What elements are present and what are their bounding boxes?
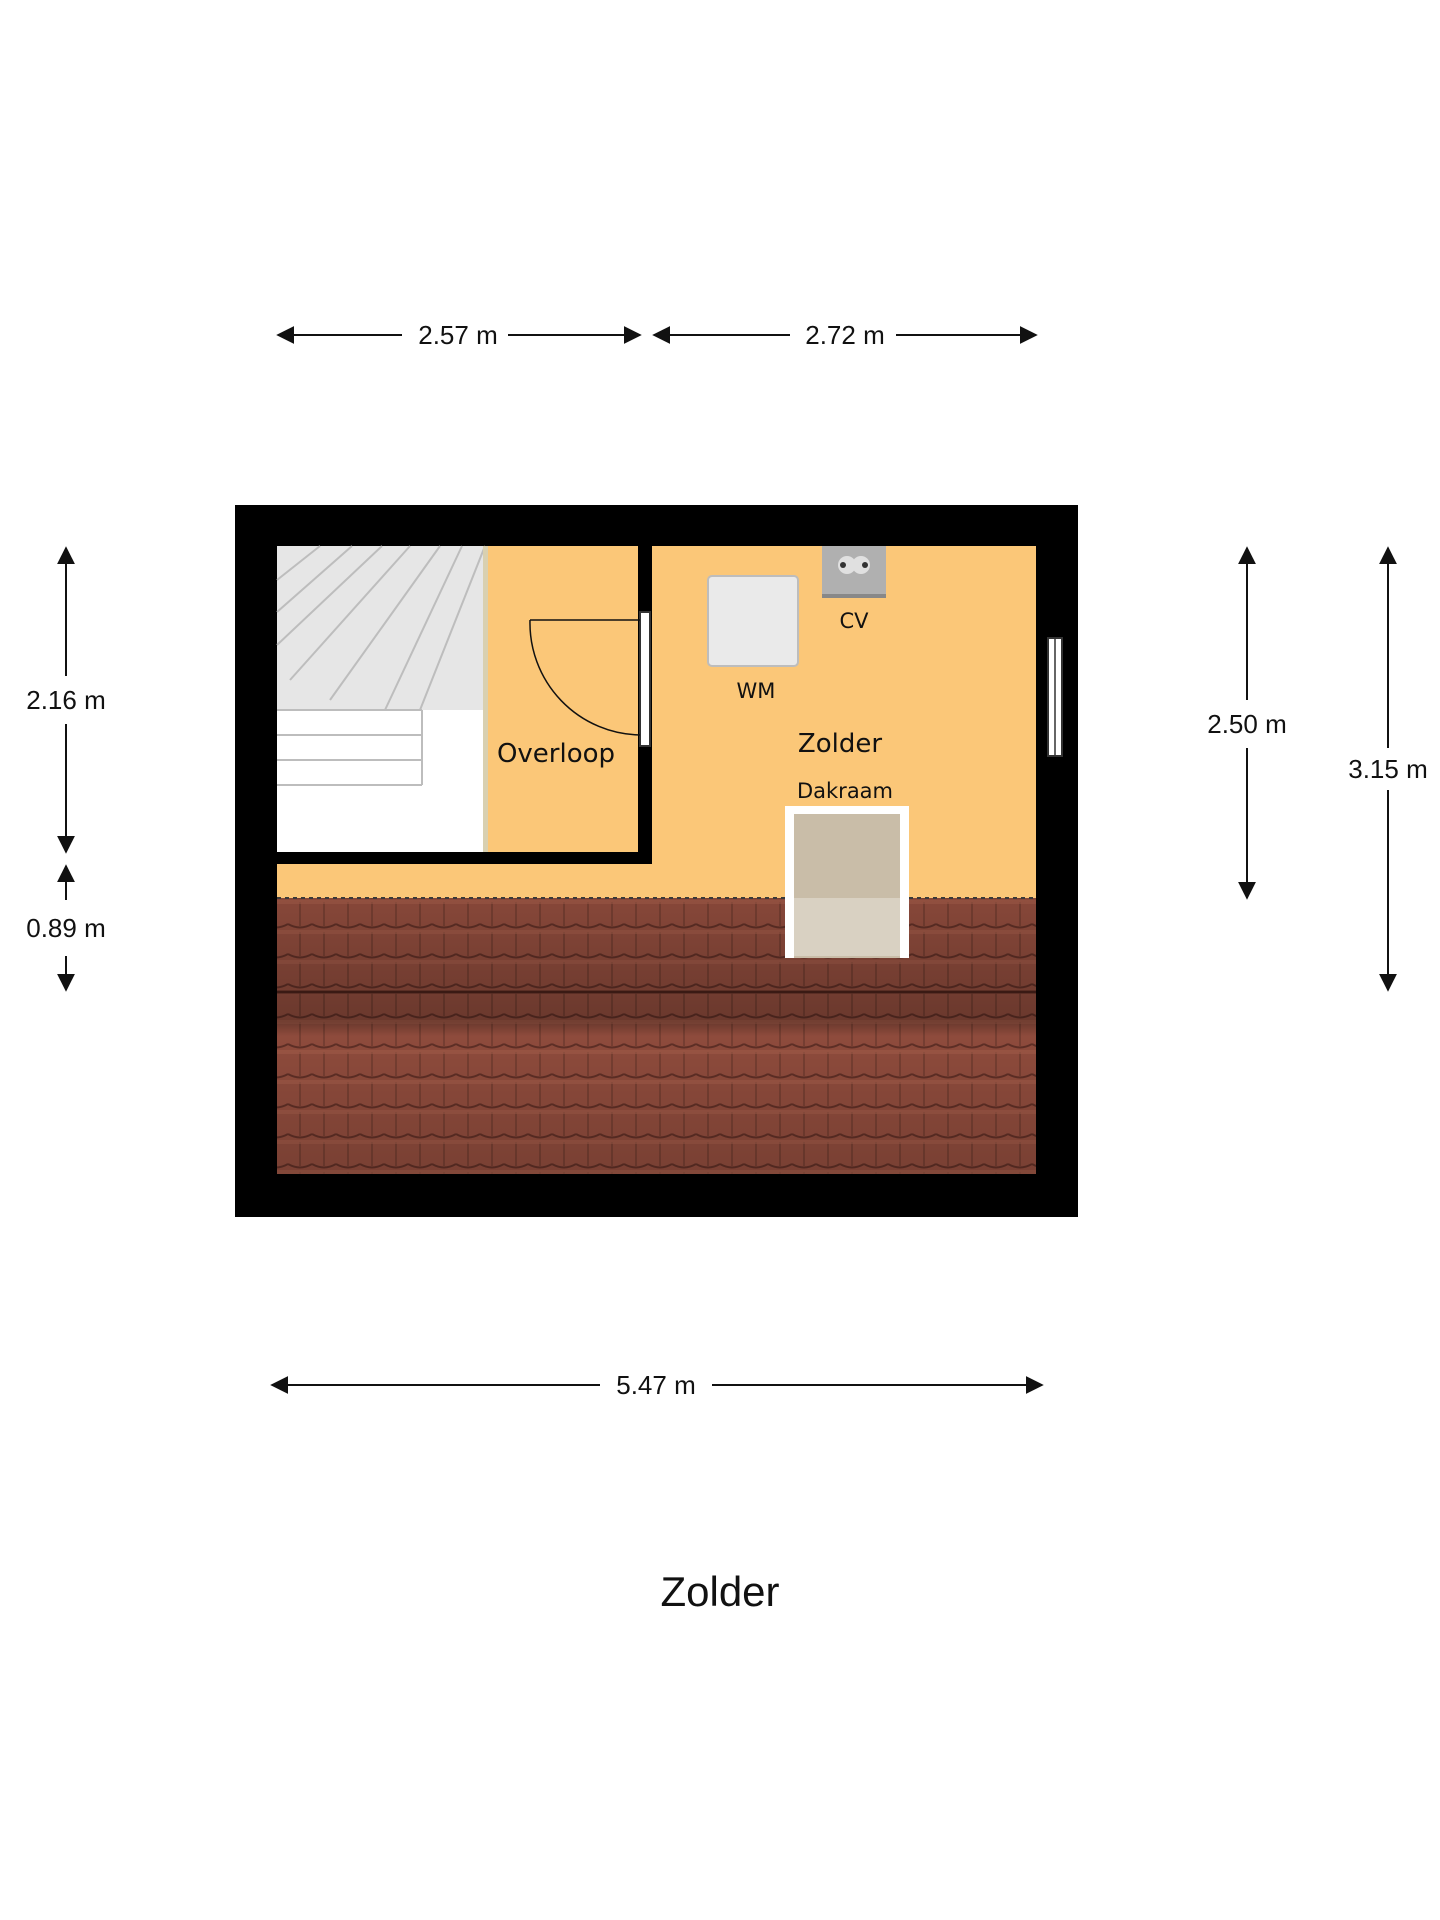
roof-window: [785, 806, 909, 958]
fixture-label-wm: WM: [737, 679, 776, 703]
room-label-zolder: Zolder: [798, 729, 882, 759]
dimension-left-upper: 2.16 m: [26, 546, 106, 854]
dimension-label-top-left: 2.57 m: [418, 320, 498, 350]
dimension-label-top-right: 2.72 m: [805, 320, 885, 350]
window: [1047, 637, 1063, 757]
washing-machine: [707, 575, 799, 667]
dimension-right-outer: 3.15 m: [1348, 546, 1428, 992]
door: [529, 611, 651, 747]
dimension-label-right-outer: 3.15 m: [1348, 754, 1428, 784]
fixture-label-dakraam: Dakraam: [797, 779, 893, 803]
fixture-label-cv: CV: [839, 609, 869, 633]
staircase: [276, 545, 488, 852]
dimension-label-bottom: 5.47 m: [616, 1370, 696, 1400]
room-label-overloop: Overloop: [497, 739, 615, 769]
dimension-bottom: 5.47 m: [270, 1370, 1044, 1400]
dimension-label-left-upper: 2.16 m: [26, 685, 106, 715]
floor-title: Zolder: [660, 1568, 780, 1615]
dimension-top-right: 2.72 m: [652, 320, 1038, 350]
dimension-label-right-inner: 2.50 m: [1207, 709, 1287, 739]
dimension-right-inner: 2.50 m: [1207, 546, 1287, 900]
dimension-label-left-lower: 0.89 m: [26, 913, 106, 943]
dimension-left-lower: 0.89 m: [26, 864, 106, 992]
cv-boiler: [822, 546, 886, 598]
dimension-top-left: 2.57 m: [276, 320, 642, 350]
inner-wall-horizontal: [277, 852, 652, 864]
